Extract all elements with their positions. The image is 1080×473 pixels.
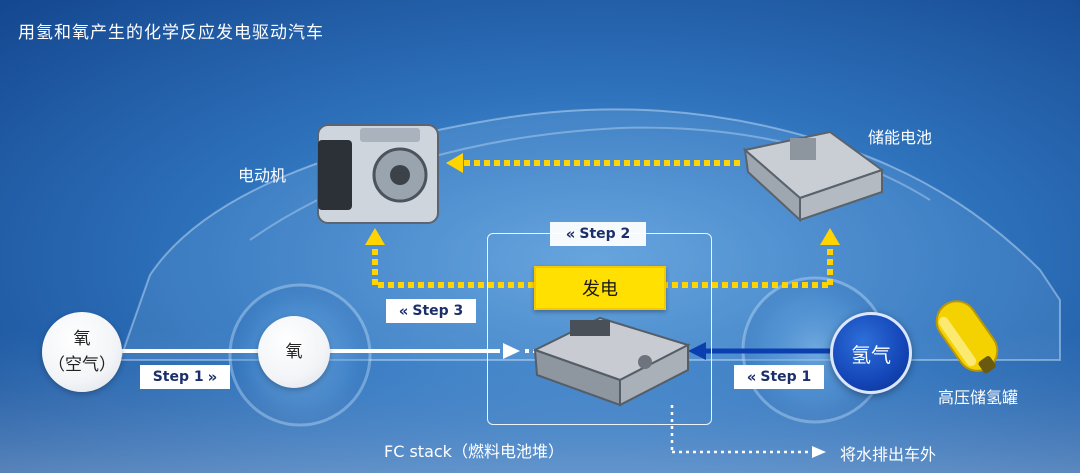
step2-badge: « Step 2 bbox=[550, 222, 646, 246]
oxygen-arrowhead bbox=[503, 343, 520, 359]
hydrogen-tank-graphic bbox=[935, 300, 999, 374]
step3-label: Step 3 bbox=[412, 303, 464, 319]
fc-stack-graphic bbox=[532, 316, 691, 407]
hydrogen-circle: 氢气 bbox=[830, 312, 912, 394]
step1-right-badge: « Step 1 bbox=[734, 365, 824, 389]
label-motor: 电动机 bbox=[238, 166, 287, 185]
chevrons-right-icon: » bbox=[207, 368, 218, 386]
battery-graphic bbox=[742, 130, 885, 223]
label-hydrogen-tank: 高压储氢罐 bbox=[938, 388, 1019, 407]
oxygen-air-line1: 氧 bbox=[73, 329, 91, 349]
oxygen-label: 氧 bbox=[285, 342, 303, 362]
step2-label: Step 2 bbox=[579, 226, 631, 242]
page-title: 用氢和氧产生的化学反应发电驱动汽车 bbox=[18, 23, 324, 43]
oxygen-circle: 氧 bbox=[258, 316, 330, 388]
chevrons-left-icon: « bbox=[565, 225, 576, 243]
oxygen-air-circle: 氧 （空气） bbox=[42, 312, 122, 392]
oxygen-air-line2: （空气） bbox=[48, 355, 116, 375]
chevrons-left-icon: « bbox=[398, 302, 409, 320]
electric-motor-graphic bbox=[317, 124, 439, 224]
hydrogen-label: 氢气 bbox=[851, 342, 891, 367]
label-battery: 储能电池 bbox=[868, 128, 933, 147]
arrowhead-to-motor bbox=[446, 153, 463, 173]
arrowhead-up-battery bbox=[820, 228, 840, 245]
step3-badge: « Step 3 bbox=[386, 299, 476, 323]
hydrogen-arrowhead bbox=[688, 342, 706, 360]
label-fc-stack: FC stack（燃料电池堆） bbox=[384, 442, 564, 461]
label-water-exhaust: 将水排出车外 bbox=[840, 445, 937, 464]
fc-stack-frame bbox=[487, 233, 712, 425]
water-arrowhead bbox=[812, 446, 826, 458]
arrowhead-up-motor bbox=[365, 228, 385, 245]
step1-left-badge: Step 1 » bbox=[140, 365, 230, 389]
chevrons-left-icon: « bbox=[746, 368, 757, 386]
step1-left-label: Step 1 bbox=[152, 369, 204, 385]
step1-right-label: Step 1 bbox=[760, 369, 812, 385]
generation-box: 发电 bbox=[534, 266, 666, 310]
